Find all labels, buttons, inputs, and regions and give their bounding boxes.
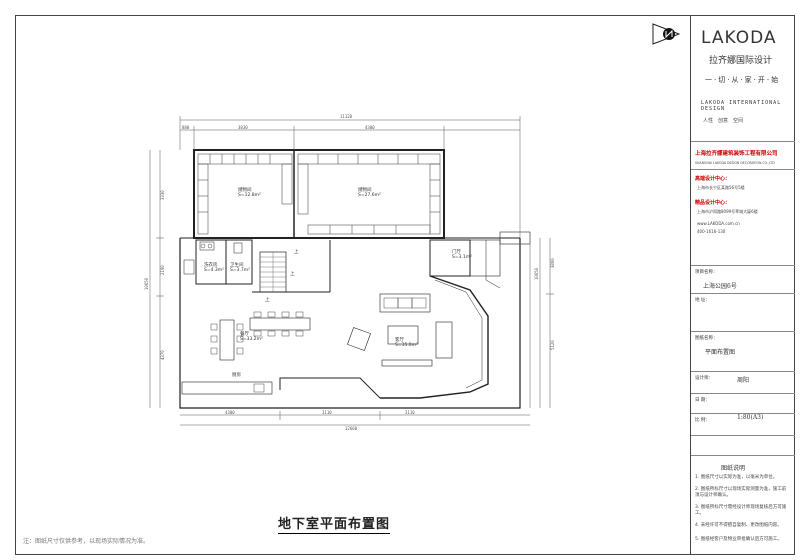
- dim-bottom-seg3: 3110: [405, 410, 415, 415]
- address-label: 地 址：: [695, 298, 710, 303]
- hotline: 400-1616-130: [697, 229, 726, 234]
- divider: [691, 435, 795, 436]
- living-label: 客厅 S=35.0m²: [395, 338, 418, 348]
- dim-top-overall: 11120: [340, 114, 353, 119]
- company-name-cn: 拉齐娜国际设计: [709, 56, 773, 66]
- dim-bottom-seg2: 3110: [322, 410, 332, 415]
- divider: [691, 141, 795, 142]
- note-item: 1. 图纸尺寸以实际为准，以毫米为单位。: [695, 475, 778, 480]
- storage2-name: 储物间: [358, 188, 372, 193]
- north-arrow-icon: [652, 23, 681, 45]
- divider: [691, 293, 795, 294]
- center2-title: 精品设计中心：: [695, 200, 731, 206]
- dim-right-seg2: 5120: [550, 340, 555, 350]
- center1-address: 上海市长宁区某路56号5楼: [697, 185, 745, 190]
- main-floor-outline: [179, 238, 521, 409]
- dim-left-seg1: 3330: [160, 190, 165, 200]
- company-slogan: 一·切·从·家·开·始: [705, 76, 781, 84]
- dim-top-seg1: 880: [182, 125, 190, 130]
- company-full-name-en: SHANGHAI LAKODA DESIGN DECORATION CO.,LT…: [695, 161, 775, 165]
- divider: [691, 265, 795, 266]
- scale-value: 1:80(A3): [737, 414, 764, 421]
- divider: [691, 455, 795, 456]
- living-area: S=35.0m²: [395, 343, 418, 348]
- bath-name: 卫生间: [230, 263, 244, 268]
- stair-down-label: 上: [290, 272, 295, 277]
- bathroom-label: 卫生间 S=3.7m²: [230, 263, 250, 273]
- dim-left-seg3: 4370: [160, 350, 165, 360]
- date-label: 日 期：: [695, 398, 710, 403]
- divider: [691, 371, 795, 372]
- hall-name: 门厅: [452, 250, 461, 255]
- drawing-name-label: 图纸名称：: [695, 336, 718, 341]
- dim-left-overall: 10650: [144, 277, 149, 290]
- note-item: 4. 未经许可不得擅自复制、更改图纸内容。: [695, 523, 782, 528]
- dim-left-seg2: 2190: [160, 265, 165, 275]
- center2-address: 上海市沪闵路8099号莘城大厦6楼: [697, 209, 758, 214]
- divider: [691, 393, 795, 394]
- storage2-area: S=27.6m²: [358, 193, 381, 198]
- company-name-en: LAKODA INTERNATIONAL DESIGN: [701, 100, 782, 112]
- bath-area: S=3.7m²: [230, 268, 250, 273]
- designer-value: 周阳: [737, 377, 750, 384]
- living-name: 客厅: [395, 338, 404, 343]
- website: www.LAKODA.com.cn: [697, 221, 740, 226]
- stair-up2-label: 上: [265, 298, 270, 303]
- drawing-title: 地下室平面布置图: [278, 513, 391, 534]
- dim-bottom-seg1: 4300: [225, 410, 235, 415]
- drawing-note: 注：图纸尺寸仅供参考，以现场实际情况为准。: [23, 538, 150, 545]
- dim-bottom-overall: 12660: [345, 426, 358, 431]
- stair-up-label: 上: [294, 250, 299, 255]
- laundry-name: 洗衣房: [204, 263, 218, 268]
- company-full-name: 上海拉齐娜建筑装饰工程有限公司: [695, 151, 778, 157]
- designer-label: 设计师：: [695, 376, 713, 381]
- dining-table: [219, 319, 235, 361]
- storage-room-1-label: 储物间 S=12.8m²: [238, 188, 261, 198]
- storage1-area: S=12.8m²: [238, 193, 261, 198]
- dining-area: S=33.2m²: [240, 337, 263, 342]
- dim-right-seg1: 3800: [550, 258, 555, 268]
- dim-top-seg3: 4300: [365, 125, 375, 130]
- dim-top-seg2: 3830: [238, 125, 248, 130]
- storage1-name: 储物间: [238, 188, 252, 193]
- storage-room-2-label: 储物间 S=27.6m²: [358, 188, 381, 198]
- sofa-top: [379, 293, 431, 313]
- laundry-label: 洗衣房 S=4.3m²: [204, 263, 224, 273]
- bay-window: [380, 275, 489, 399]
- divider: [691, 331, 795, 332]
- dim-right-overall: 10650: [534, 267, 539, 280]
- lakoda-logo: LAKODA: [701, 28, 777, 48]
- notes-title: 图纸说明: [721, 465, 746, 472]
- storage-block-outline: [193, 149, 445, 239]
- hall-label: 门厅 S=3.1m²: [452, 250, 472, 260]
- kitchen-label: 厨房: [232, 373, 241, 378]
- divider: [691, 413, 795, 414]
- note-item: 5. 图纸经客户及物业审批确认后方可施工。: [695, 537, 782, 542]
- drawing-name-value: 平面布置图: [705, 349, 736, 356]
- note-item: 2. 图纸所标尺寸以现场实际测量为准，施工前须与设计师确认。: [695, 487, 787, 498]
- note-item: 3. 图纸所标尺寸需经设计师现场复核后方可施工。: [695, 505, 787, 516]
- divider: [691, 169, 795, 170]
- coffee-table: [387, 325, 419, 345]
- hall-area: S=3.1m²: [452, 255, 472, 260]
- title-block: LAKODA 拉齐娜国际设计 一·切·从·家·开·始 LAKODA INTERN…: [690, 15, 795, 555]
- project-label: 项目名称：: [695, 270, 718, 275]
- dining-name: 餐厅: [240, 332, 249, 337]
- project-value: 上海公园6号: [703, 283, 737, 290]
- scale-label: 比 例：: [695, 418, 710, 423]
- tagline: 人性 创意 空间: [703, 118, 744, 124]
- laundry-area: S=4.3m²: [204, 268, 224, 273]
- center1-title: 高端设计中心：: [695, 176, 731, 182]
- sheet-border: [15, 15, 795, 555]
- dining-label: 餐厅 S=33.2m²: [240, 332, 263, 342]
